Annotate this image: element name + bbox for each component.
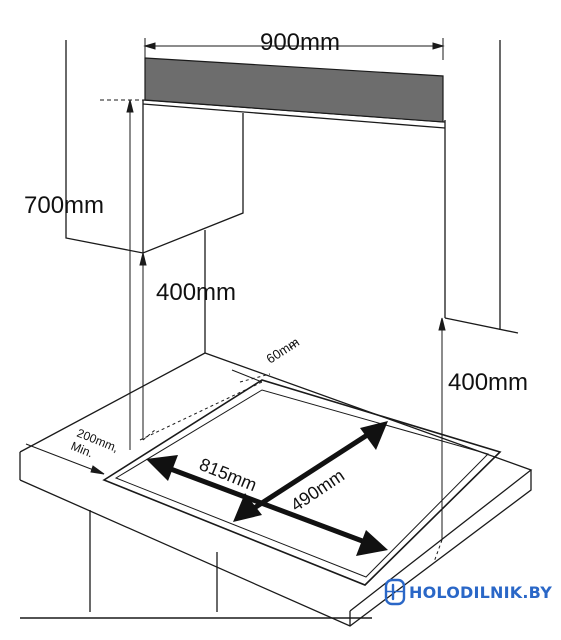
hob-inner	[114, 389, 489, 578]
label-edge-gap: 60mm	[263, 334, 301, 366]
cutout-arrows	[146, 421, 388, 556]
hob-outer	[102, 379, 502, 586]
label-width-top: 900mm	[260, 29, 340, 56]
hood-band	[144, 57, 444, 123]
dimension-lines	[25, 38, 446, 563]
label-hood-height: 700mm	[24, 192, 104, 219]
label-left-clearance: 400mm	[156, 279, 236, 306]
label-cutout-depth: 490mm	[287, 465, 348, 515]
watermark-logo: HOLODILNIK.BY	[384, 577, 552, 607]
fridge-icon	[384, 578, 406, 606]
watermark-text: HOLODILNIK.BY	[409, 582, 552, 602]
label-right-clearance: 400mm	[448, 369, 528, 396]
